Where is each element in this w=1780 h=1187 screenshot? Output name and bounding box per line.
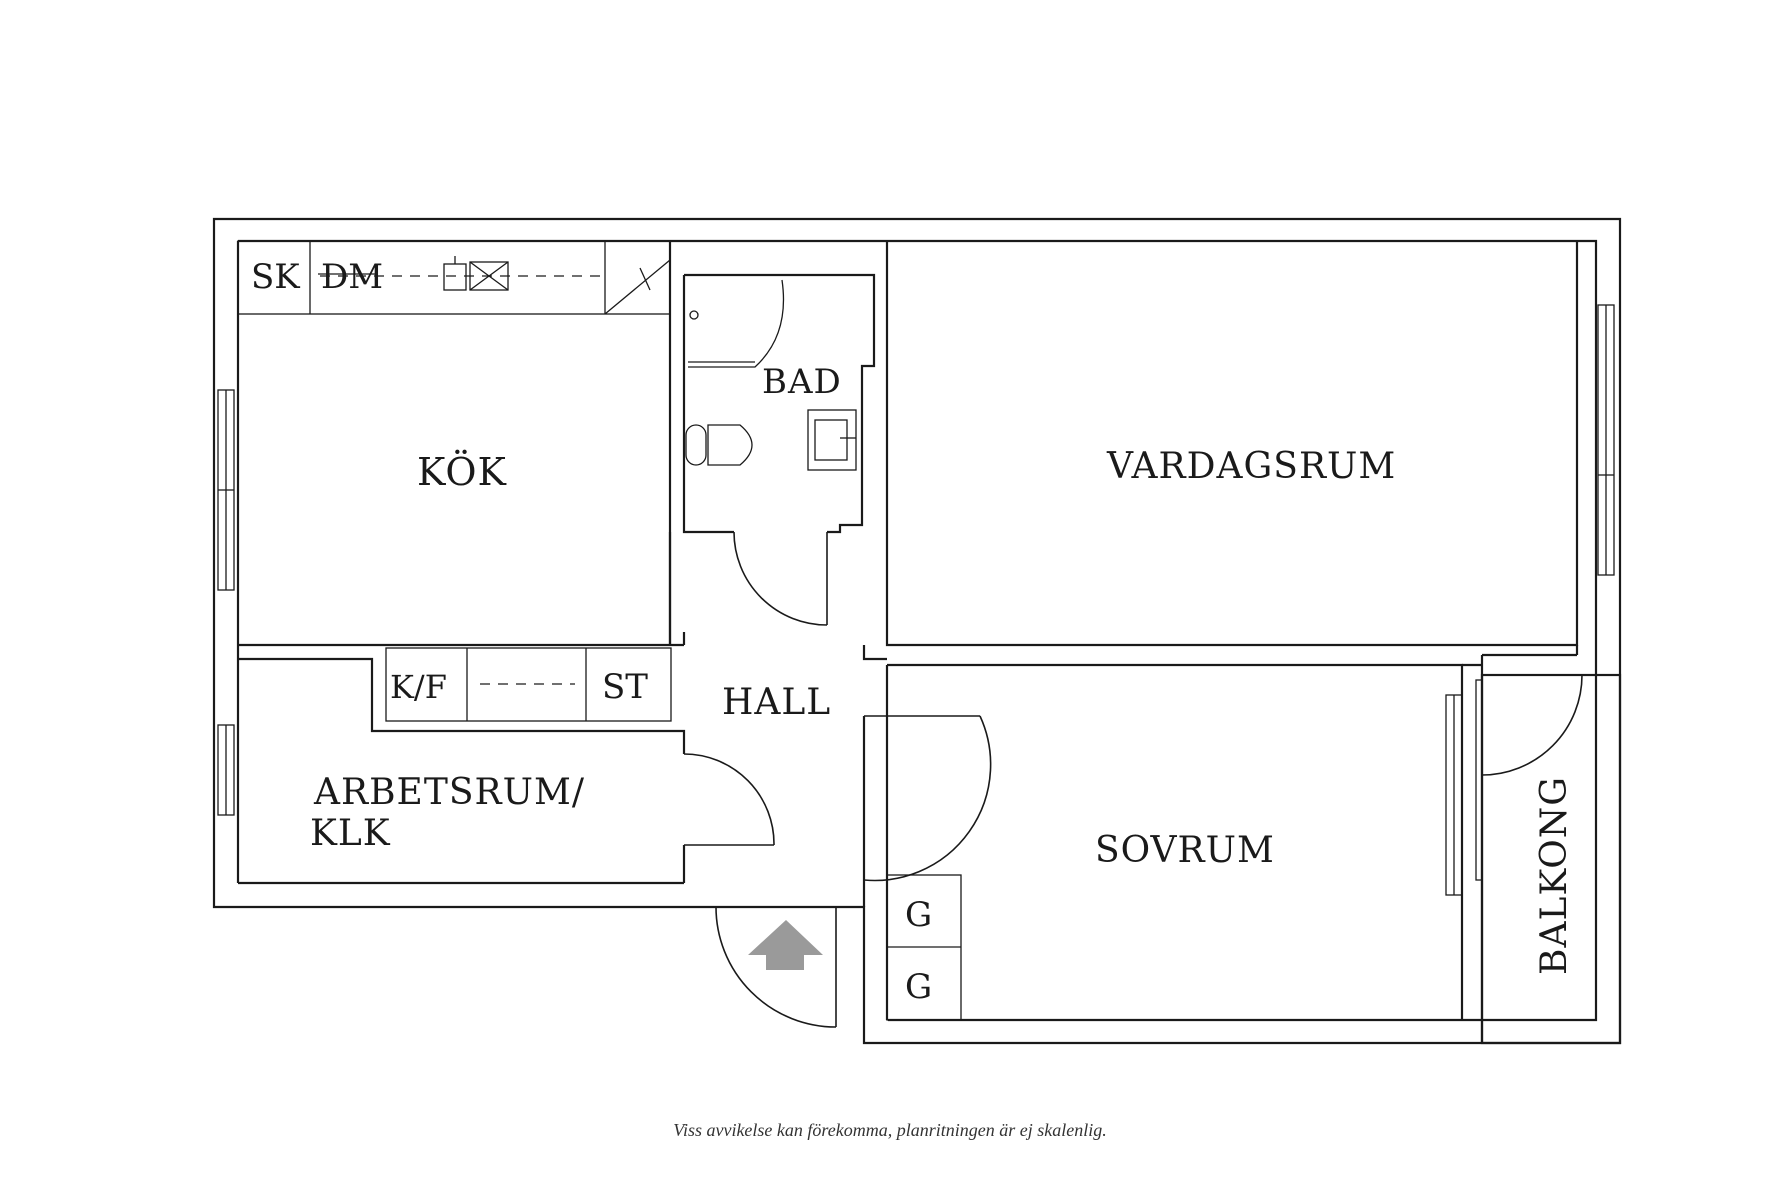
fixture-label-st: ST bbox=[602, 667, 648, 707]
livingroom-walls bbox=[885, 241, 1579, 657]
sink-icon bbox=[807, 409, 857, 471]
room-label-bad: BAD bbox=[762, 362, 842, 402]
fixture-label-sk: SK bbox=[251, 257, 300, 297]
stove-icon bbox=[443, 256, 509, 291]
kitchen-window bbox=[217, 389, 235, 591]
bedroom-window bbox=[1445, 694, 1463, 896]
disclaimer-text: Viss avvikelse kan förekomma, planritnin… bbox=[673, 1120, 1106, 1140]
bathroom-door bbox=[733, 531, 828, 626]
hall-counter bbox=[385, 647, 672, 722]
study-door bbox=[683, 753, 775, 846]
balcony-door bbox=[1481, 674, 1583, 776]
outer-walls bbox=[212, 217, 1622, 1045]
wardrobes bbox=[886, 874, 962, 1021]
study-walls bbox=[238, 632, 686, 883]
room-label-hall: HALL bbox=[722, 682, 831, 723]
kitchen-counter bbox=[237, 240, 671, 315]
fixture-label-dm: DM bbox=[321, 257, 383, 297]
livingroom-window bbox=[1597, 304, 1615, 576]
room-label-vardagsrum: VARDAGSRUM bbox=[1106, 446, 1396, 487]
kitchen-walls bbox=[238, 241, 684, 647]
room-label-balkong: BALKONG bbox=[1534, 776, 1575, 975]
balcony-outline bbox=[1475, 673, 1622, 1045]
fixture-label-g2: G bbox=[905, 967, 932, 1007]
entrance-arrow-icon bbox=[748, 920, 823, 970]
toilet-icon bbox=[685, 424, 753, 466]
room-label-sovrum: SOVRUM bbox=[1095, 830, 1275, 871]
room-label-kok: KÖK bbox=[417, 450, 507, 494]
bathroom-walls bbox=[668, 273, 876, 645]
bedroom-door bbox=[863, 715, 992, 882]
fixture-label-g1: G bbox=[905, 895, 932, 935]
shower-icon bbox=[688, 279, 785, 368]
entrance-door bbox=[715, 906, 837, 1028]
fixture-label-kf: K/F bbox=[390, 668, 447, 706]
study-window bbox=[217, 724, 235, 816]
room-label-arbetsrum-line2: KLK bbox=[310, 813, 391, 854]
room-label-arbetsrum-line1: ARBETSRUM/ bbox=[313, 772, 585, 813]
